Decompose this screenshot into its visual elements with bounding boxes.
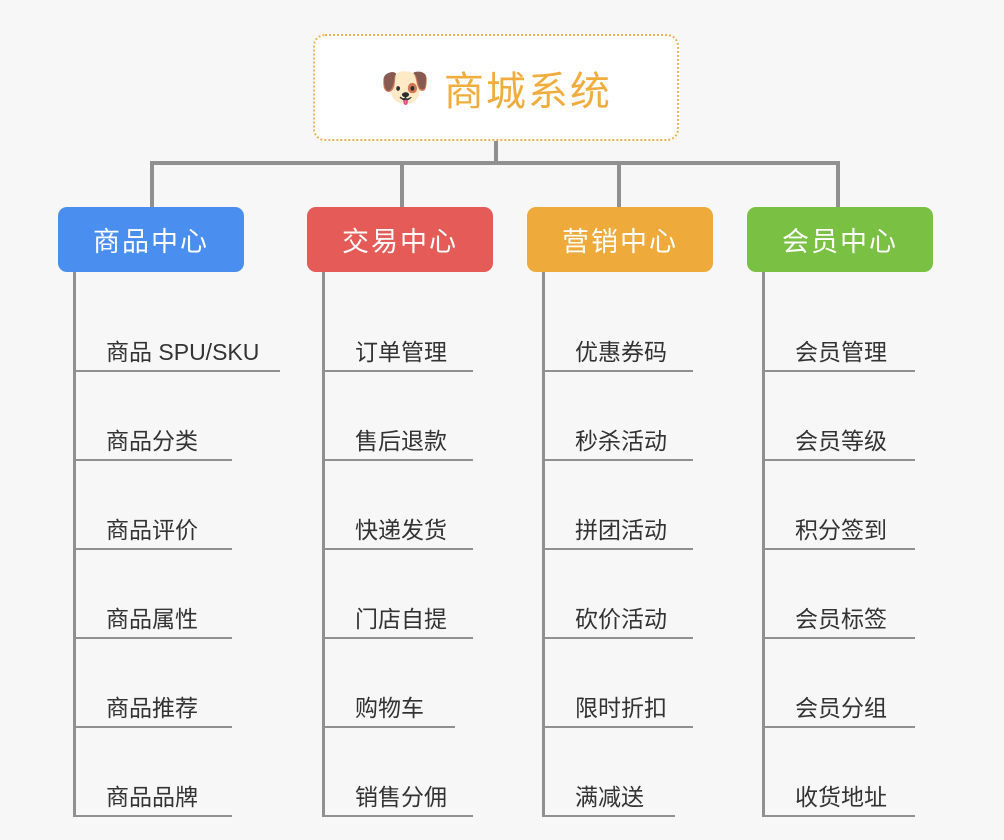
leaf-underline [765, 459, 915, 461]
leaf-item[interactable]: 限时折扣 [545, 639, 742, 728]
leaf-underline [76, 548, 232, 550]
leaf-item[interactable]: 快递发货 [325, 461, 522, 550]
branch-column-4: 会员中心 会员管理 会员等级 积分签到 会员标签 会员分组 [747, 207, 972, 817]
leaf-label: 限时折扣 [575, 694, 667, 721]
leaf-item[interactable]: 秒杀活动 [545, 372, 742, 461]
leaf-underline [545, 726, 693, 728]
leaf-item[interactable]: 商品推荐 [76, 639, 288, 728]
leaf-label: 优惠券码 [575, 338, 667, 365]
category-label-1: 商品中心 [93, 227, 209, 257]
connector-root-stem [494, 141, 498, 163]
leaf-underline [325, 637, 473, 639]
leaf-item[interactable]: 会员标签 [765, 550, 972, 639]
leaf-underline [765, 637, 915, 639]
leaf-label: 积分签到 [795, 516, 887, 543]
leaf-label: 商品属性 [106, 605, 198, 632]
leaf-item[interactable]: 商品品牌 [76, 728, 288, 817]
leaf-underline [325, 726, 455, 728]
leaf-item[interactable]: 砍价活动 [545, 550, 742, 639]
leaf-item[interactable]: 售后退款 [325, 372, 522, 461]
leaf-item[interactable]: 积分签到 [765, 461, 972, 550]
leaf-item[interactable]: 收货地址 [765, 728, 972, 817]
leaf-item[interactable]: 门店自提 [325, 550, 522, 639]
branch-spine-4: 会员管理 会员等级 积分签到 会员标签 会员分组 收货地址 [762, 272, 972, 817]
leaf-label: 购物车 [355, 694, 424, 721]
category-node-3[interactable]: 营销中心 [527, 207, 713, 272]
leaf-underline [545, 459, 693, 461]
leaf-underline [545, 548, 693, 550]
leaf-underline [765, 548, 915, 550]
branch-column-2: 交易中心 订单管理 售后退款 快递发货 门店自提 购物车 [307, 207, 522, 817]
leaf-item[interactable]: 优惠券码 [545, 283, 742, 372]
leaf-label: 会员等级 [795, 427, 887, 454]
leaf-label: 销售分佣 [355, 783, 447, 810]
leaf-item[interactable]: 商品属性 [76, 550, 288, 639]
leaf-underline [325, 459, 473, 461]
leaf-label: 秒杀活动 [575, 427, 667, 454]
leaf-underline [765, 370, 915, 372]
leaf-label: 商品推荐 [106, 694, 198, 721]
leaf-underline [76, 815, 232, 817]
category-label-4: 会员中心 [782, 227, 898, 257]
leaf-label: 满减送 [575, 783, 644, 810]
leaf-label: 订单管理 [355, 338, 447, 365]
root-title: 商城系统 [443, 69, 612, 114]
leaf-label: 售后退款 [355, 427, 447, 454]
root-node[interactable]: 🐶 商城系统 [313, 34, 679, 141]
connector-drop-3 [617, 161, 621, 207]
leaf-item[interactable]: 商品 SPU/SKU [76, 283, 288, 372]
branch-spine-1: 商品 SPU/SKU 商品分类 商品评价 商品属性 商品推荐 商品品牌 [73, 272, 288, 817]
leaf-label: 商品分类 [106, 427, 198, 454]
leaf-underline [545, 370, 693, 372]
category-node-4[interactable]: 会员中心 [747, 207, 933, 272]
branch-spine-3: 优惠券码 秒杀活动 拼团活动 砍价活动 限时折扣 满减送 [542, 272, 742, 817]
leaf-underline [76, 370, 280, 372]
connector-drop-1 [150, 161, 154, 207]
leaf-item[interactable]: 购物车 [325, 639, 522, 728]
leaf-label: 商品评价 [106, 516, 198, 543]
leaf-label: 拼团活动 [575, 516, 667, 543]
leaf-item[interactable]: 订单管理 [325, 283, 522, 372]
leaf-underline [545, 815, 675, 817]
connector-horizontal-bus [150, 161, 840, 165]
connector-drop-2 [400, 161, 404, 207]
leaf-item[interactable]: 会员管理 [765, 283, 972, 372]
branch-spine-2: 订单管理 售后退款 快递发货 门店自提 购物车 销售分佣 [322, 272, 522, 817]
leaf-label: 会员分组 [795, 694, 887, 721]
leaf-item[interactable]: 商品评价 [76, 461, 288, 550]
leaf-underline [325, 370, 473, 372]
leaf-underline [325, 815, 473, 817]
shiba-dog-face-icon: 🐶 [380, 65, 430, 110]
leaf-underline [545, 637, 693, 639]
leaf-item[interactable]: 会员分组 [765, 639, 972, 728]
leaf-underline [76, 726, 232, 728]
leaf-item[interactable]: 销售分佣 [325, 728, 522, 817]
branch-column-3: 营销中心 优惠券码 秒杀活动 拼团活动 砍价活动 限时折扣 [527, 207, 742, 817]
leaf-item[interactable]: 满减送 [545, 728, 742, 817]
leaf-label: 收货地址 [795, 783, 887, 810]
leaf-underline [765, 815, 915, 817]
category-node-2[interactable]: 交易中心 [307, 207, 493, 272]
category-label-3: 营销中心 [562, 227, 678, 257]
leaf-label: 商品品牌 [106, 783, 198, 810]
leaf-underline [765, 726, 915, 728]
leaf-label: 门店自提 [355, 605, 447, 632]
leaf-item[interactable]: 商品分类 [76, 372, 288, 461]
branch-column-1: 商品中心 商品 SPU/SKU 商品分类 商品评价 商品属性 商品推荐 [58, 207, 288, 817]
leaf-label: 砍价活动 [575, 605, 667, 632]
connector-drop-4 [836, 161, 840, 207]
leaf-item[interactable]: 拼团活动 [545, 461, 742, 550]
leaf-item[interactable]: 会员等级 [765, 372, 972, 461]
leaf-label: 会员管理 [795, 338, 887, 365]
leaf-label: 会员标签 [795, 605, 887, 632]
leaf-underline [76, 637, 232, 639]
category-node-1[interactable]: 商品中心 [58, 207, 244, 272]
category-label-2: 交易中心 [342, 227, 458, 257]
leaf-label: 商品 SPU/SKU [106, 338, 260, 365]
leaf-label: 快递发货 [355, 516, 447, 543]
leaf-underline [325, 548, 473, 550]
leaf-underline [76, 459, 232, 461]
